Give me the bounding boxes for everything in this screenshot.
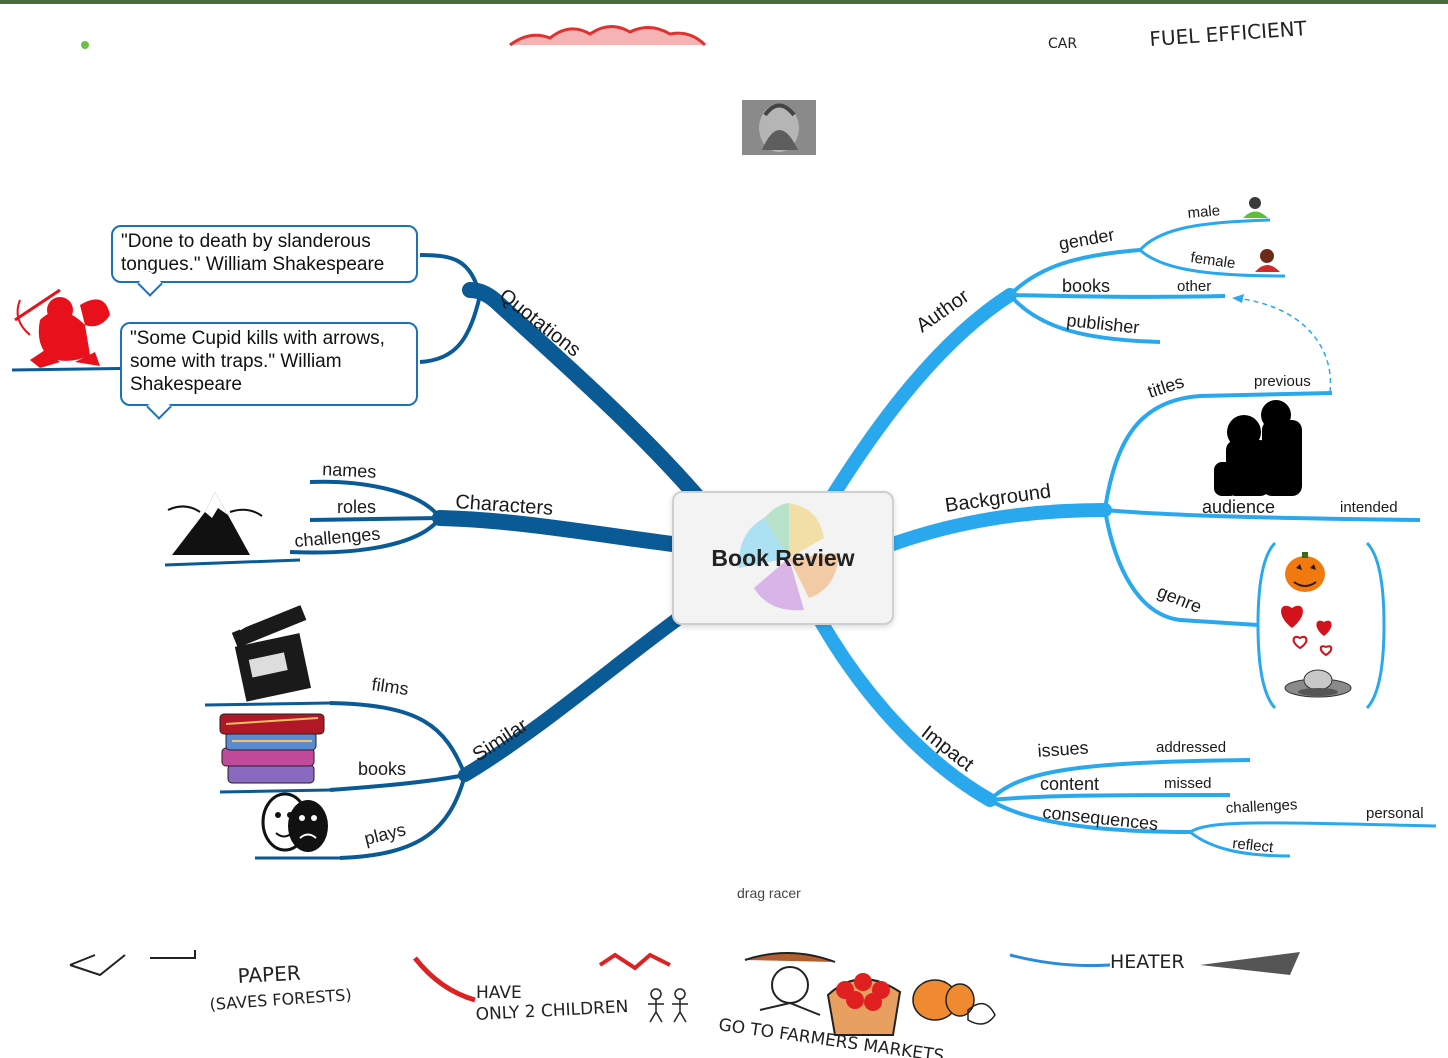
sketch-text-fuel-efficient: FUEL EFFICIENT xyxy=(1149,16,1309,51)
genre-bracket xyxy=(1256,541,1386,710)
pumpkin-icon xyxy=(1285,552,1325,592)
background-audience-intended: intended xyxy=(1340,499,1398,516)
stick-figures-icon xyxy=(648,988,688,1023)
sketch-text-farmers-markets: GO TO FARMERS MARKETS xyxy=(717,1015,945,1058)
hearts-icon xyxy=(1281,605,1333,657)
pinwheel-logo-icon xyxy=(738,503,839,611)
cupid-image xyxy=(14,288,110,368)
author-books-other: other xyxy=(1177,278,1211,295)
similar-films: films xyxy=(370,674,409,699)
sketch-text-heater: HEATER xyxy=(1110,951,1185,973)
quote-callout-1: "Done to death by slanderous tongues." W… xyxy=(111,225,418,283)
quote-callout-2: "Some Cupid kills with arrows, some with… xyxy=(120,322,418,406)
central-topic-title: Book Review xyxy=(711,544,855,571)
impact-consequences-personal: personal xyxy=(1366,805,1424,822)
branch-impact xyxy=(813,613,997,807)
mountain-image xyxy=(167,492,263,555)
branch-background xyxy=(883,503,1112,552)
characters-challenges: challenges xyxy=(294,524,381,551)
author-books: books xyxy=(1062,276,1110,296)
background-titles-previous: previous xyxy=(1254,373,1311,390)
theatre-masks-image xyxy=(261,792,328,852)
background-genre: genre xyxy=(1155,581,1205,617)
sketch-text-car: CAR xyxy=(1048,36,1077,52)
author-gender: gender xyxy=(1057,225,1116,254)
branch-author xyxy=(823,288,1017,507)
impact-consequences-reflect: reflect xyxy=(1232,835,1275,856)
book-stack-image xyxy=(219,713,325,784)
branch-similar xyxy=(458,603,697,782)
impact-content-missed: missed xyxy=(1164,775,1212,792)
impact-content: content xyxy=(1040,774,1099,794)
similar-plays: plays xyxy=(362,819,408,849)
impact-issues-addressed: addressed xyxy=(1156,739,1226,756)
branch-characters xyxy=(432,510,688,553)
background-audience: audience xyxy=(1202,497,1275,517)
top-border xyxy=(0,0,1448,4)
farmer-sketch-icon xyxy=(744,952,836,1016)
sketch-text-saves-forests: (SAVES FORESTS) xyxy=(209,985,352,1014)
background-sketch-top: CAR FUEL EFFICIENT xyxy=(81,16,1308,52)
characters-roles: roles xyxy=(337,497,376,517)
audience-silhouette-image xyxy=(1214,400,1302,496)
similar-books: books xyxy=(358,759,406,779)
sketch-text-have: HAVE xyxy=(476,983,522,1003)
pumpkins-sketch-icon xyxy=(912,979,996,1025)
tomato-basket-icon xyxy=(826,973,902,1036)
characters-names: names xyxy=(322,459,377,482)
female-user-icon xyxy=(1255,249,1280,272)
drag-racer-caption: drag racer xyxy=(737,885,801,901)
ufo-icon xyxy=(1284,669,1352,698)
author-gender-male: male xyxy=(1187,202,1221,222)
author-gender-female: female xyxy=(1189,249,1236,272)
central-topic[interactable]: Book Review xyxy=(672,491,894,625)
portrait-image xyxy=(742,100,816,155)
background-sketch-bottom: PAPER (SAVES FORESTS) HAVE ONLY 2 CHILDR… xyxy=(69,950,1300,1058)
impact-issues: issues xyxy=(1037,737,1089,761)
sketch-text-paper: PAPER xyxy=(237,961,301,988)
male-user-icon xyxy=(1243,197,1268,218)
clapperboard-image xyxy=(231,591,312,702)
branch-quotations xyxy=(462,282,708,508)
impact-consequences-challenges: challenges xyxy=(1225,796,1298,817)
